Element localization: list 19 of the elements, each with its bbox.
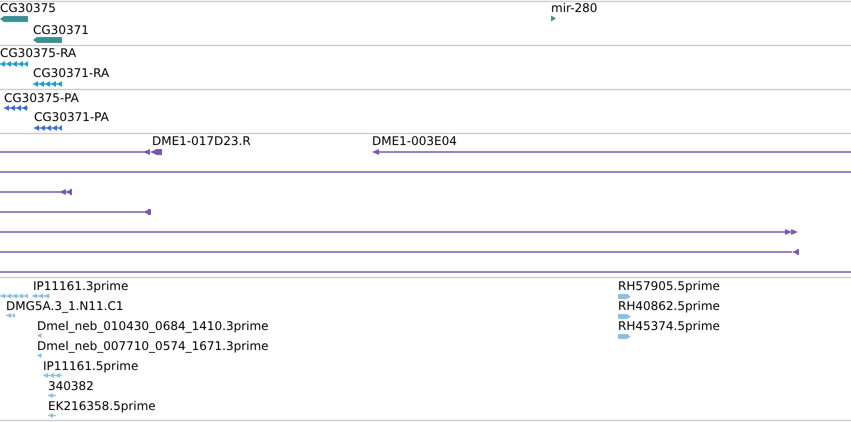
feature-label: EK216358.5prime [48,399,156,413]
feature-label: Dmel_neb_010430_0684_1410.3prime [37,319,269,333]
feature-label: CG30371-RA [33,66,110,80]
feature-label: CG30375 [0,1,56,15]
feature-label: IP11161.3prime [33,279,128,293]
feature-label: CG30375-RA [0,46,76,60]
feature-label: RH45374.5prime [618,319,720,333]
feature-label: mir-280 [551,1,598,15]
feature-label: 340382 [48,379,94,393]
feature-label: DME1-003E04 [372,134,457,148]
feature-label: DME1-017D23.R [152,134,251,148]
feature-label: CG30375-PA [4,91,79,105]
feature-label: RH40862.5prime [618,299,720,313]
feature-label: Dmel_neb_007710_0574_1671.3prime [37,339,269,353]
feature-label: CG30371 [33,23,89,37]
feature-label: RH57905.5prime [618,279,720,293]
feature-label: DMG5A.3_1.N11.C1 [6,299,124,313]
feature-label: IP11161.5prime [43,359,138,373]
feature-label: CG30371-PA [34,110,109,124]
